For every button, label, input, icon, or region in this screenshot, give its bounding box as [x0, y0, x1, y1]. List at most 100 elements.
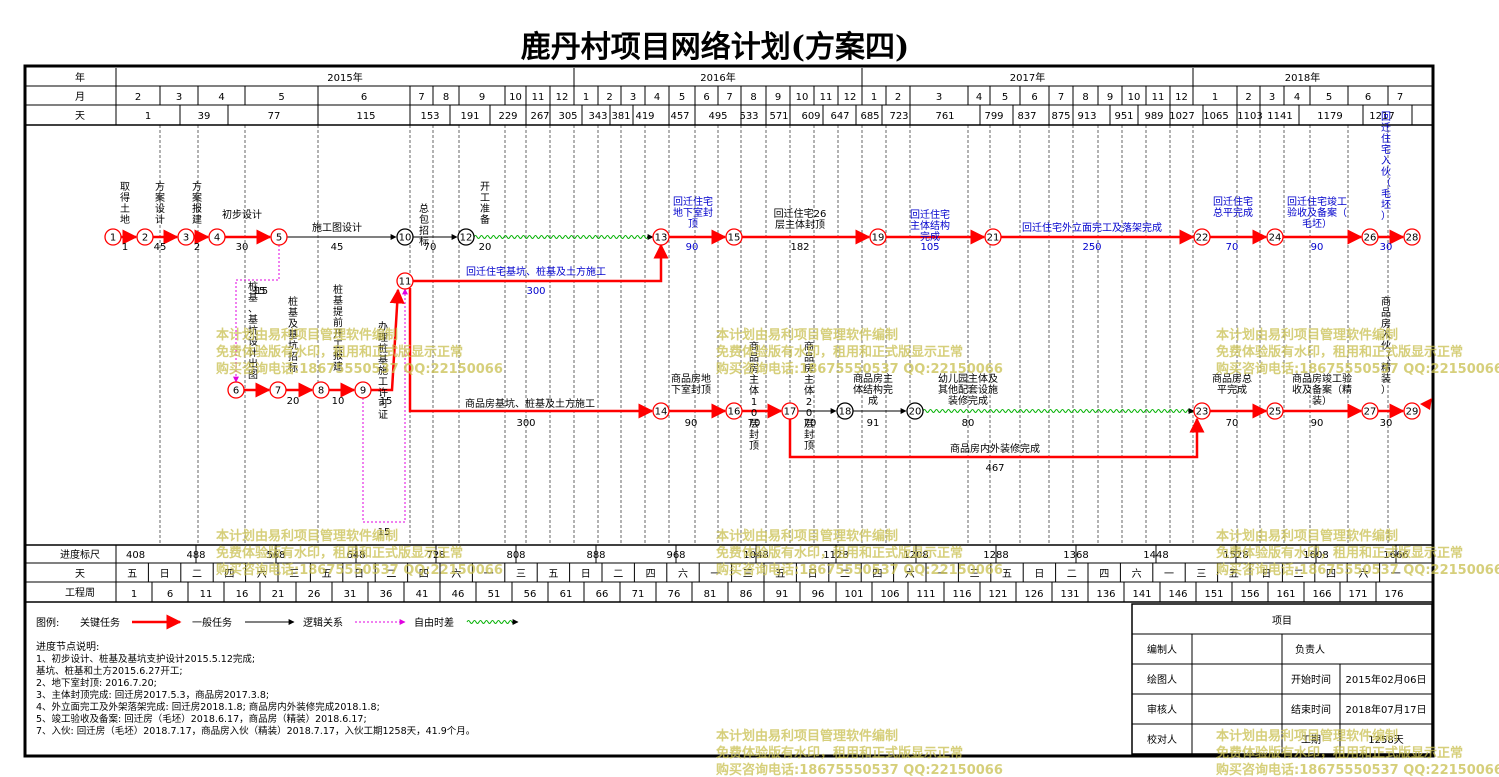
- node-label-16: 16: [728, 407, 741, 418]
- task-duration: 20: [479, 242, 492, 253]
- svg-text:证: 证: [378, 409, 388, 421]
- info-drawer-label: 绘图人: [1147, 673, 1177, 686]
- svg-text:回: 回: [1381, 111, 1391, 123]
- node-2: [136, 228, 154, 246]
- day-label: 799: [984, 111, 1003, 122]
- weekday-label: 六: [451, 568, 461, 580]
- weekday-label: 二: [1294, 569, 1304, 580]
- month-label: 9: [1107, 92, 1113, 103]
- weekday-label: 日: [160, 569, 170, 580]
- free-float-12-13: [473, 235, 649, 239]
- weekday-row-label: 天: [75, 569, 85, 580]
- weekday-label: 四: [1099, 569, 1109, 580]
- node-label-29: 29: [1406, 407, 1419, 418]
- svg-text:设: 设: [248, 336, 258, 348]
- day-label: 1179: [1317, 111, 1342, 122]
- node-label-17: 17: [784, 407, 797, 418]
- month-label: 2: [895, 92, 901, 103]
- svg-text:0: 0: [751, 408, 757, 419]
- weekday-label: 五: [775, 569, 785, 580]
- svg-text:计: 计: [248, 346, 258, 359]
- node-24: [1266, 228, 1284, 246]
- scale-value: 1528: [1223, 550, 1248, 561]
- svg-text:开: 开: [480, 182, 490, 193]
- day-label: 913: [1077, 111, 1096, 122]
- day-label: 571: [769, 111, 788, 122]
- year-label: 2015年: [327, 71, 362, 84]
- svg-text:品: 品: [804, 352, 814, 364]
- svg-text:伙: 伙: [1381, 340, 1391, 352]
- svg-text:桩: 桩: [378, 342, 388, 355]
- node-1: [104, 228, 122, 246]
- svg-text:基: 基: [288, 306, 298, 319]
- weekday-label: 四: [1326, 569, 1336, 580]
- month-label: 11: [820, 92, 833, 103]
- node-label-6: 6: [233, 386, 239, 397]
- day-label: 115: [356, 111, 375, 122]
- info-start-value: 2015年02月06日: [1346, 673, 1427, 686]
- svg-text:主: 主: [749, 374, 759, 386]
- svg-text:）: ）: [1381, 210, 1391, 222]
- month-label: 6: [703, 92, 709, 103]
- node-29: [1403, 402, 1421, 420]
- task-duration: 80: [962, 418, 975, 429]
- week-value: 51: [488, 589, 501, 600]
- node-label-11: 11: [399, 277, 412, 288]
- node-13: [652, 228, 670, 246]
- node-label-18: 18: [839, 407, 852, 418]
- day-label: 761: [935, 111, 954, 122]
- month-label: 10: [796, 92, 809, 103]
- month-label: 10: [1128, 92, 1141, 103]
- end-flag: [1420, 398, 1432, 410]
- svg-text:精: 精: [1381, 361, 1391, 374]
- node-14: [652, 402, 670, 420]
- year-row-label: 年: [75, 71, 85, 84]
- svg-text:基: 基: [248, 313, 258, 326]
- week-value: 36: [380, 589, 393, 600]
- node-label-8: 8: [318, 386, 324, 397]
- node-label-15: 15: [728, 233, 741, 244]
- month-label: 2: [1245, 92, 1251, 103]
- svg-text:住: 住: [1381, 132, 1391, 145]
- svg-text:主: 主: [804, 374, 814, 386]
- year-label: 2018年: [1285, 71, 1320, 84]
- svg-text:伙: 伙: [1381, 166, 1391, 178]
- task-duration: 20: [287, 396, 300, 407]
- node-4: [208, 228, 226, 246]
- svg-text:报: 报: [192, 202, 202, 215]
- node-label-13: 13: [655, 233, 668, 244]
- weekday-label: 二: [840, 569, 850, 580]
- week-value: 171: [1348, 589, 1367, 600]
- svg-text:准: 准: [480, 203, 490, 215]
- day-row-label: 天: [75, 111, 85, 122]
- week-value: 86: [740, 589, 753, 600]
- node-label-20: 20: [909, 407, 922, 418]
- svg-text:取: 取: [120, 181, 130, 193]
- svg-text:宅: 宅: [1381, 143, 1391, 156]
- node-15: [725, 228, 743, 246]
- svg-text:基: 基: [333, 294, 343, 307]
- week-value: 136: [1096, 589, 1115, 600]
- svg-text:入: 入: [1381, 156, 1391, 167]
- notes-title: 进度节点说明:: [36, 640, 99, 653]
- weekday-label: 五: [127, 569, 137, 580]
- month-label: 7: [1058, 92, 1064, 103]
- scale-value: 728: [426, 550, 445, 561]
- scale-value: 648: [346, 550, 365, 561]
- week-value: 81: [704, 589, 717, 600]
- info-duration-label: 工期: [1301, 734, 1321, 746]
- svg-text:封: 封: [804, 428, 814, 441]
- svg-text:包: 包: [419, 213, 429, 226]
- info-end-label: 结束时间: [1291, 703, 1331, 716]
- legend-critical-label: 关键任务: [80, 616, 120, 629]
- month-label: 2: [606, 92, 612, 103]
- svg-text:坑: 坑: [248, 324, 258, 337]
- svg-text:体: 体: [749, 385, 759, 397]
- info-editor-label: 编制人: [1147, 643, 1177, 656]
- month-label: 5: [1326, 92, 1332, 103]
- svg-text:工: 工: [378, 377, 388, 388]
- outer-frame: [23, 64, 1435, 758]
